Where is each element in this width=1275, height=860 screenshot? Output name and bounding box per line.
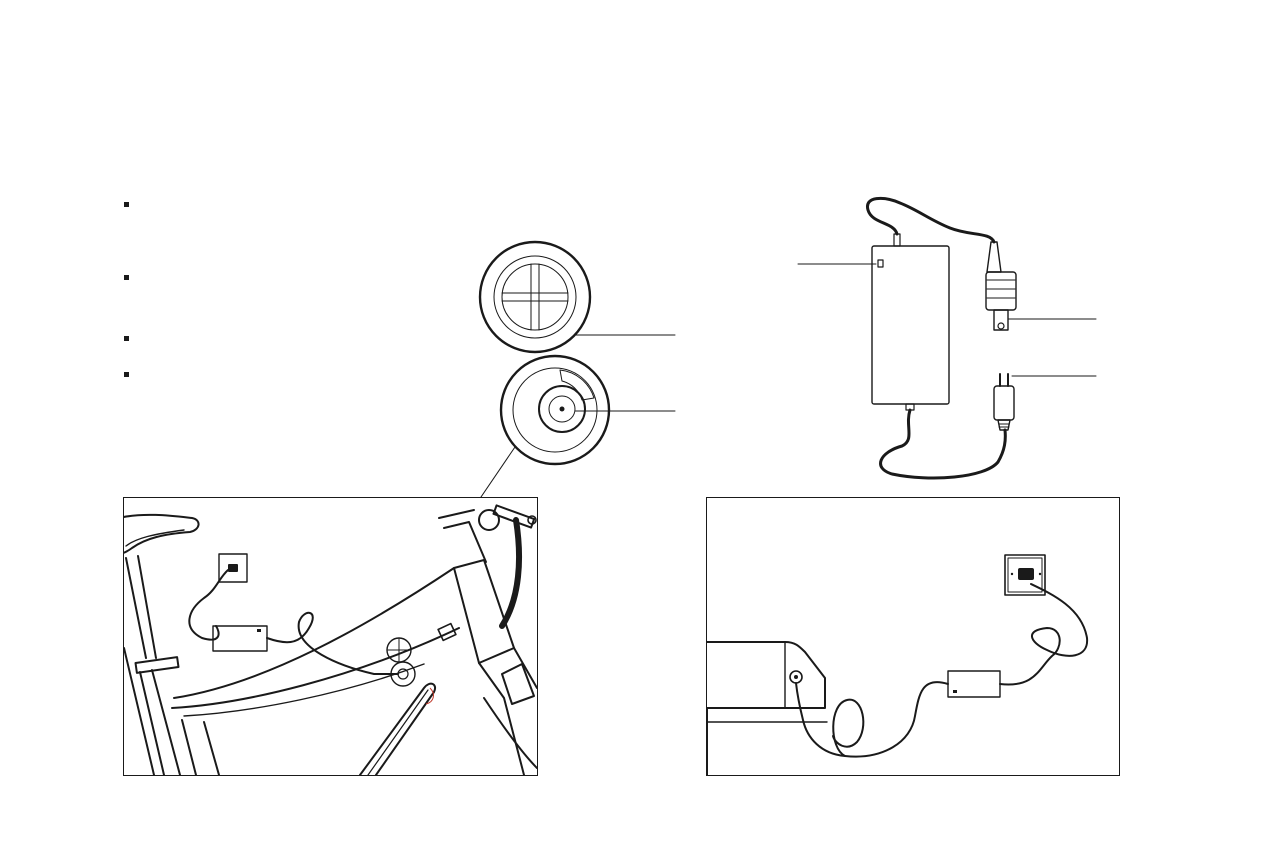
charge-port-cover-closeup-icon xyxy=(478,240,676,354)
bullet-marker-1 xyxy=(124,202,129,207)
battery-charger-icon xyxy=(797,196,1097,480)
charging-battery-off-bike-panel xyxy=(706,497,1120,776)
bullet-marker-2 xyxy=(124,275,129,280)
bike-frame-charging-icon xyxy=(124,504,537,775)
bullet-marker-3 xyxy=(124,336,129,341)
bullet-marker-4 xyxy=(124,372,129,377)
battery-charging-icon xyxy=(707,554,1089,775)
charging-on-bike-panel xyxy=(123,497,538,776)
